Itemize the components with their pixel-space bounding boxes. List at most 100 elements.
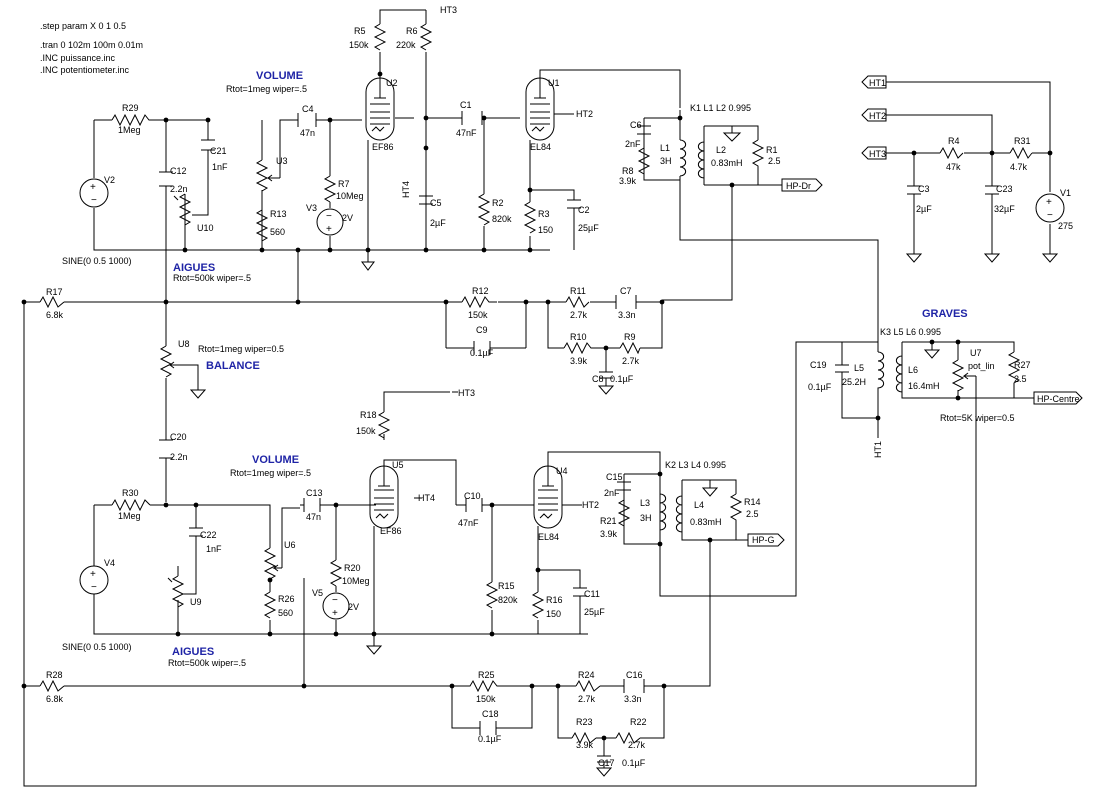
L3-symbol: [659, 493, 667, 531]
value-R18: 150k: [356, 426, 376, 436]
svg-text:−: −: [91, 582, 97, 593]
value-C5: 2µF: [430, 218, 446, 228]
ground-icon: [1041, 253, 1059, 263]
L5-symbol: [877, 351, 885, 400]
label-C13: C13: [306, 488, 323, 498]
ground-icon: [722, 132, 742, 142]
C11-symbol: [573, 587, 587, 616]
R20-symbol: [329, 559, 343, 587]
label-C19: C19: [810, 360, 827, 370]
R27-symbol: [1007, 351, 1021, 386]
R25-symbol: [452, 679, 506, 693]
R14-symbol: [729, 493, 743, 526]
ground-icon: [365, 645, 383, 655]
volume-bot-rtot: Rtot=1meg wiper=.5: [230, 468, 311, 478]
value-V1: 275: [1058, 221, 1073, 231]
label-U6: U6: [284, 540, 296, 550]
label-C18: C18: [482, 709, 499, 719]
type-U1: EL84: [530, 142, 551, 152]
ground-symbols: [189, 132, 1059, 777]
directive-step: .step param X 0 1 0.5: [40, 21, 126, 31]
R23-symbol: [571, 731, 597, 745]
aigues-top-rtot: Rtot=500k wiper=.5: [173, 273, 251, 283]
C5-symbol: [419, 195, 433, 226]
value-C15: 2nF: [604, 488, 620, 498]
net-ht4-bot: HT4: [418, 493, 435, 503]
C2-symbol: [567, 199, 581, 228]
value-R23: 3.9k: [576, 740, 594, 750]
value-L5: 25.2H: [842, 377, 866, 387]
L4-symbol: [675, 495, 683, 533]
label-R18: R18: [360, 410, 377, 420]
value-R12: 150k: [468, 310, 488, 320]
label-L1: L1: [660, 143, 670, 153]
label-R24: R24: [578, 670, 595, 680]
label-R7: R7: [338, 179, 350, 189]
C9-symbol: [473, 341, 491, 355]
svg-text:−: −: [91, 195, 97, 206]
label-C7: C7: [620, 286, 632, 296]
label-R25: R25: [478, 670, 495, 680]
svg-text:+: +: [332, 608, 338, 619]
svg-text:+: +: [1046, 197, 1052, 208]
value-R1: 2.5: [768, 156, 781, 166]
label-U5: U5: [392, 460, 404, 470]
R2-symbol: [477, 193, 491, 226]
label-R21: R21: [600, 516, 617, 526]
L2-symbol: [697, 141, 705, 179]
label-C3: C3: [918, 184, 930, 194]
value-L2: 0.83mH: [711, 158, 743, 168]
component-labels: R29 1Meg V2 SINE(0 0.5 1000) C12 2.2n C2…: [46, 26, 1073, 768]
C12-symbol: [159, 171, 173, 187]
net-ht1-graves: HT1: [873, 441, 883, 458]
V3-symbol: −+: [316, 208, 344, 236]
R22-symbol: [615, 731, 641, 745]
label-R31: R31: [1014, 136, 1031, 146]
L1-symbol: [679, 118, 687, 186]
net-hp-centre: HP-Centre: [1037, 394, 1080, 404]
U4-el84-tube: [533, 465, 582, 529]
svg-text:+: +: [90, 569, 96, 580]
value-R4: 47k: [946, 162, 961, 172]
net-ht4-top: HT4: [401, 181, 411, 198]
V5-symbol: −+: [322, 592, 350, 620]
R28-symbol: [39, 679, 65, 693]
label-U7: U7: [970, 348, 982, 358]
inductors: [659, 118, 903, 533]
label-U10: U10: [197, 223, 214, 233]
ground-icon: [905, 253, 923, 263]
C17-symbol: [597, 755, 611, 768]
R31-symbol: [1009, 146, 1033, 160]
value-C2: 25µF: [578, 223, 599, 233]
label-U9: U9: [190, 597, 202, 607]
R3-symbol: [523, 201, 537, 234]
label-L2: L2: [716, 145, 726, 155]
label-R16: R16: [546, 595, 563, 605]
ground-icon: [361, 261, 375, 271]
aigues-bot-rtot: Rtot=500k wiper=.5: [168, 658, 246, 668]
value-C19: 0.1µF: [808, 382, 832, 392]
label-L4: L4: [694, 500, 704, 510]
label-C1: C1: [460, 100, 472, 110]
aigues-bot-title: AIGUES: [172, 646, 214, 658]
R12-symbol: [446, 295, 497, 309]
R1-symbol: [751, 139, 765, 170]
directive-tran: .tran 0 102m 100m 0.01m: [40, 40, 143, 50]
label-R23: R23: [576, 717, 593, 727]
R30-symbol: [111, 498, 151, 512]
graves-title: GRAVES: [922, 308, 968, 320]
U9-symbol: [167, 566, 190, 608]
value-R13: 560: [270, 227, 285, 237]
label-V5: V5: [312, 588, 323, 598]
type-U2: EF86: [372, 142, 394, 152]
label-U4: U4: [556, 466, 568, 476]
label-R2: R2: [492, 198, 504, 208]
net-hp-dr: HP-Dr: [786, 181, 811, 191]
label-U3: U3: [276, 156, 288, 166]
potentiometers: [159, 159, 976, 608]
label-C22: C22: [200, 530, 217, 540]
label-L5: L5: [854, 363, 864, 373]
R16-symbol: [531, 591, 545, 619]
R13-symbol: [255, 209, 269, 247]
value-V2: SINE(0 0.5 1000): [62, 256, 132, 266]
